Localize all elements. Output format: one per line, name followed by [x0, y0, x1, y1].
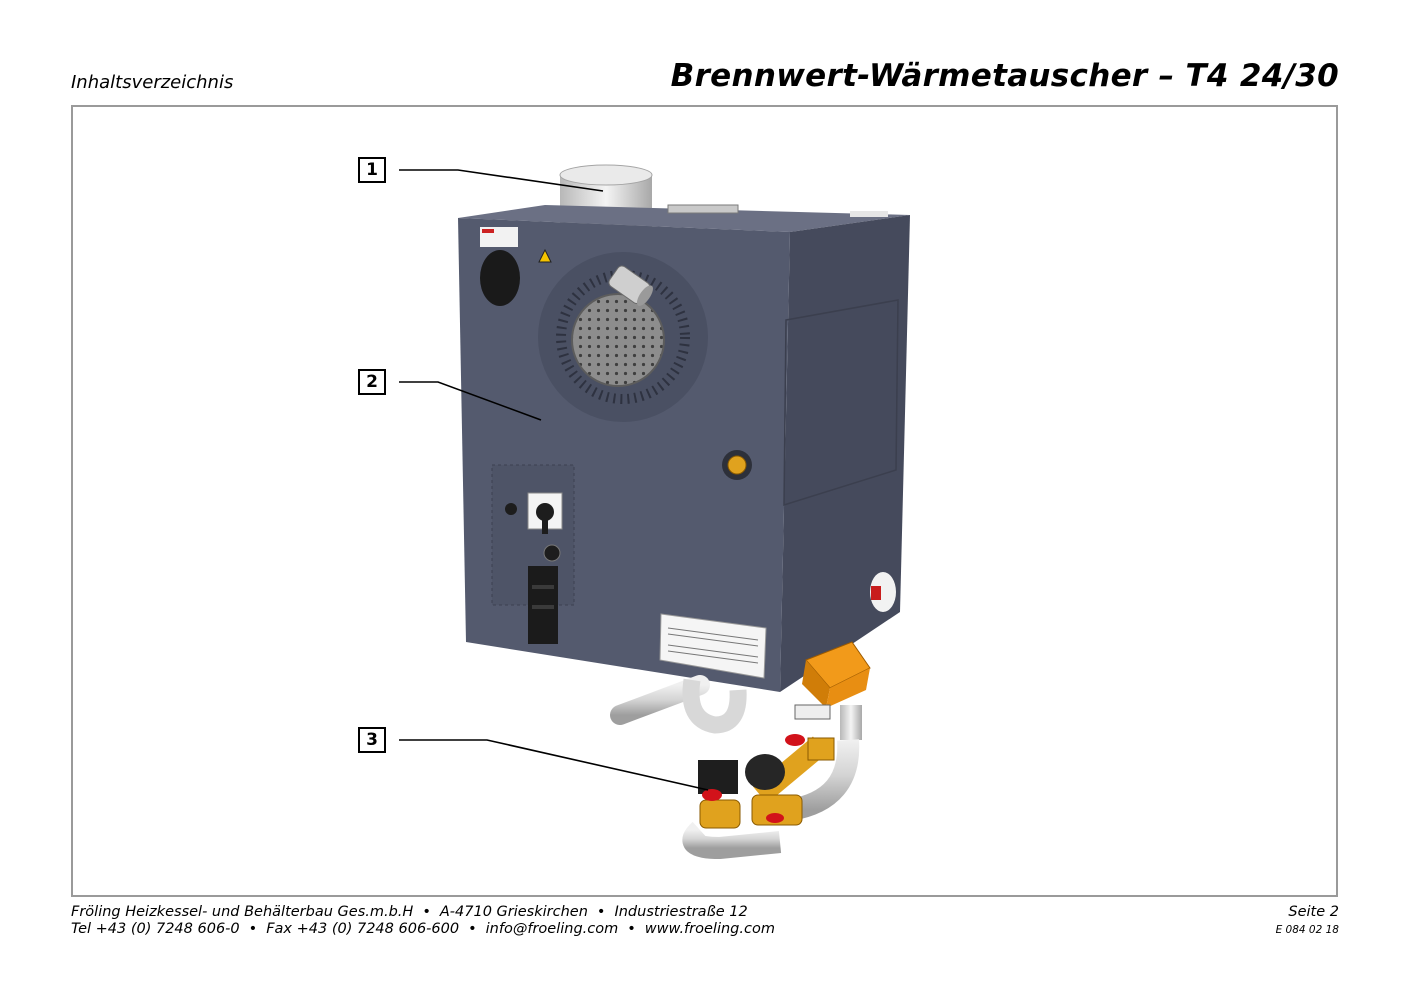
footer-email[interactable]: info@froeling.com — [485, 921, 619, 937]
leader-line-1 — [399, 169, 604, 192]
page-number: Seite 2 — [1288, 904, 1339, 920]
callout-2: 2 — [358, 369, 386, 395]
pump-actuator — [794, 641, 871, 740]
sensor-fitting — [722, 450, 752, 480]
footer-street: Industriestraße 12 — [614, 904, 748, 920]
leader-line-3 — [399, 739, 709, 791]
inspection-opening — [480, 250, 520, 306]
condensate-pipes — [610, 675, 747, 734]
footer-page-info: Seite 2 E 084 02 18 — [1276, 904, 1339, 939]
footer-address: A-4710 Grieskirchen — [439, 904, 588, 920]
warning-icon — [538, 248, 552, 263]
section-label: Inhaltsverzeichnis — [71, 72, 234, 93]
footer-company: Fröling Heizkessel- und Behälterbau Ges.… — [71, 904, 414, 920]
footer-web[interactable]: www.froeling.com — [644, 921, 775, 937]
side-port — [870, 572, 896, 612]
fan-unit — [538, 252, 708, 422]
rating-plate — [659, 613, 767, 679]
footer-tel: Tel +43 (0) 7248 606-0 — [71, 921, 240, 937]
footer-fax: Fax +43 (0) 7248 606-600 — [266, 921, 460, 937]
footer-contact: Fröling Heizkessel- und Behälterbau Ges.… — [71, 904, 775, 937]
document-code: E 084 02 18 — [1275, 924, 1339, 936]
callout-1: 1 — [358, 157, 386, 183]
illustration-frame — [71, 105, 1338, 897]
leader-line-2 — [399, 381, 542, 421]
hydraulic-group — [682, 734, 860, 860]
control-panel — [491, 464, 575, 644]
page-title: Brennwert-Wärmetauscher – T4 24/30 — [670, 58, 1339, 94]
callout-3: 3 — [358, 727, 386, 753]
